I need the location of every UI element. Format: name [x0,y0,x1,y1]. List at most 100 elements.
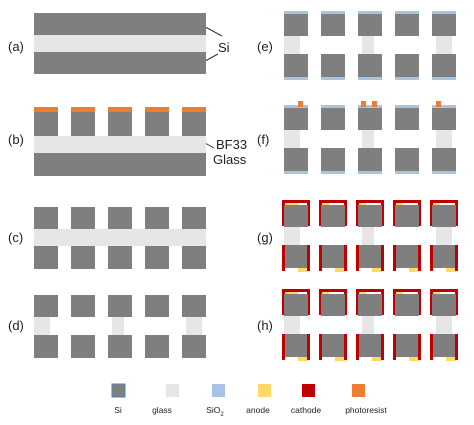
si-pillar-top [182,112,206,136]
si-pillar-top [321,205,345,227]
sio2-layer-top [321,11,345,14]
panel-label-h: (h) [257,318,273,333]
sio2-layer-top [395,105,419,108]
si-pillar-top [358,205,382,227]
glass-pillar [436,316,452,334]
cathode-top [356,200,384,203]
cathode-top [319,200,347,203]
cathode-top [393,200,421,203]
sio2-layer-top [284,11,308,14]
panel-d [34,295,206,358]
cathode-side-right [418,289,421,315]
photoresist-dot [436,101,441,107]
cathode-top [356,289,384,292]
cathode-side-right [381,245,384,271]
si-pillar-top [358,294,382,316]
glass-pillar [284,36,300,54]
cathode-side-right [344,200,347,226]
panel-label-f: (f) [257,132,269,147]
cross-section-panels [34,11,458,361]
panel-label-e: (e) [257,39,273,54]
glass-pillar [436,36,452,54]
glass-pillar [284,316,300,334]
cathode-side-right [381,200,384,226]
cathode-top [282,200,310,203]
photoresist-dot [372,101,377,107]
si-pillar-bottom [145,246,169,269]
si-pillar-top [71,112,95,136]
cathode-side-right [381,289,384,315]
cathode-side-left [319,289,322,315]
si-pillar-top [34,207,58,229]
si-pillar-top [432,205,456,227]
glass-annotation: Glass [213,152,247,167]
glass-pillar [112,317,124,335]
photoresist-dot [298,101,303,107]
si-pillar-bottom [395,334,419,357]
si-pillar-top [395,205,419,227]
glass-pillar [436,130,452,148]
si-pillar-bottom [432,245,456,268]
si-pillar-top [432,108,456,130]
si-pillar-top [145,112,169,136]
si-layer-top [34,13,206,35]
si-pillar-top [108,295,132,317]
legend-label-photoresist: photoresist [345,405,387,415]
cathode-top [430,200,458,203]
anode-pad [409,268,419,272]
cathode-side-right [418,334,421,360]
photoresist-pad [145,107,169,112]
cathode-side-left [393,334,396,360]
panel-label-a: (a) [8,39,24,54]
bf33-annotation: BF33 [216,137,247,152]
sio2-layer-bottom [432,77,456,80]
si-pillar-top [432,14,456,36]
sio2-layer-bottom [284,77,308,80]
panel-c [34,207,206,269]
si-pillar-bottom [358,148,382,171]
cathode-side-left [319,245,322,271]
si-pillar-bottom [395,54,419,77]
sio2-layer-top [432,11,456,14]
sio2-layer-bottom [395,171,419,174]
cathode-side-left [282,245,285,271]
cathode-side-left [356,200,359,226]
sio2-layer-bottom [432,171,456,174]
photoresist-pad [34,107,58,112]
panel-a [34,13,206,74]
cathode-side-right [344,334,347,360]
sio2-layer-bottom [284,171,308,174]
si-pillar-bottom [182,335,206,358]
si-pillar-top [182,295,206,317]
cathode-side-right [455,334,458,360]
legend-label-sio2: SiO2 [206,405,224,418]
cathode-side-left [282,289,285,315]
cathode-side-left [430,245,433,271]
sio2-layer-bottom [321,171,345,174]
si-pillar-top [395,14,419,36]
cathode-top [319,289,347,292]
panel-label-g: (g) [257,230,273,245]
cathode-side-left [319,334,322,360]
si-pillar-top [284,14,308,36]
glass-pillar [284,227,300,245]
anode-pad [409,357,419,361]
si-pillar-top [145,295,169,317]
si-pillar-bottom [284,245,308,268]
glass-pillar [34,317,50,335]
si-pillar-bottom [108,335,132,358]
panel-label-d: (d) [8,318,24,333]
cathode-side-right [418,245,421,271]
cathode-side-right [455,200,458,226]
legend-label-anode: anode [246,405,270,415]
cathode-side-right [381,334,384,360]
cathode-side-left [319,200,322,226]
cathode-side-left [356,245,359,271]
panel-e [284,11,456,80]
glass-pillar [362,227,374,245]
panel-h [282,289,458,361]
legend-swatch-anode [258,384,271,397]
cathode-side-right [307,334,310,360]
